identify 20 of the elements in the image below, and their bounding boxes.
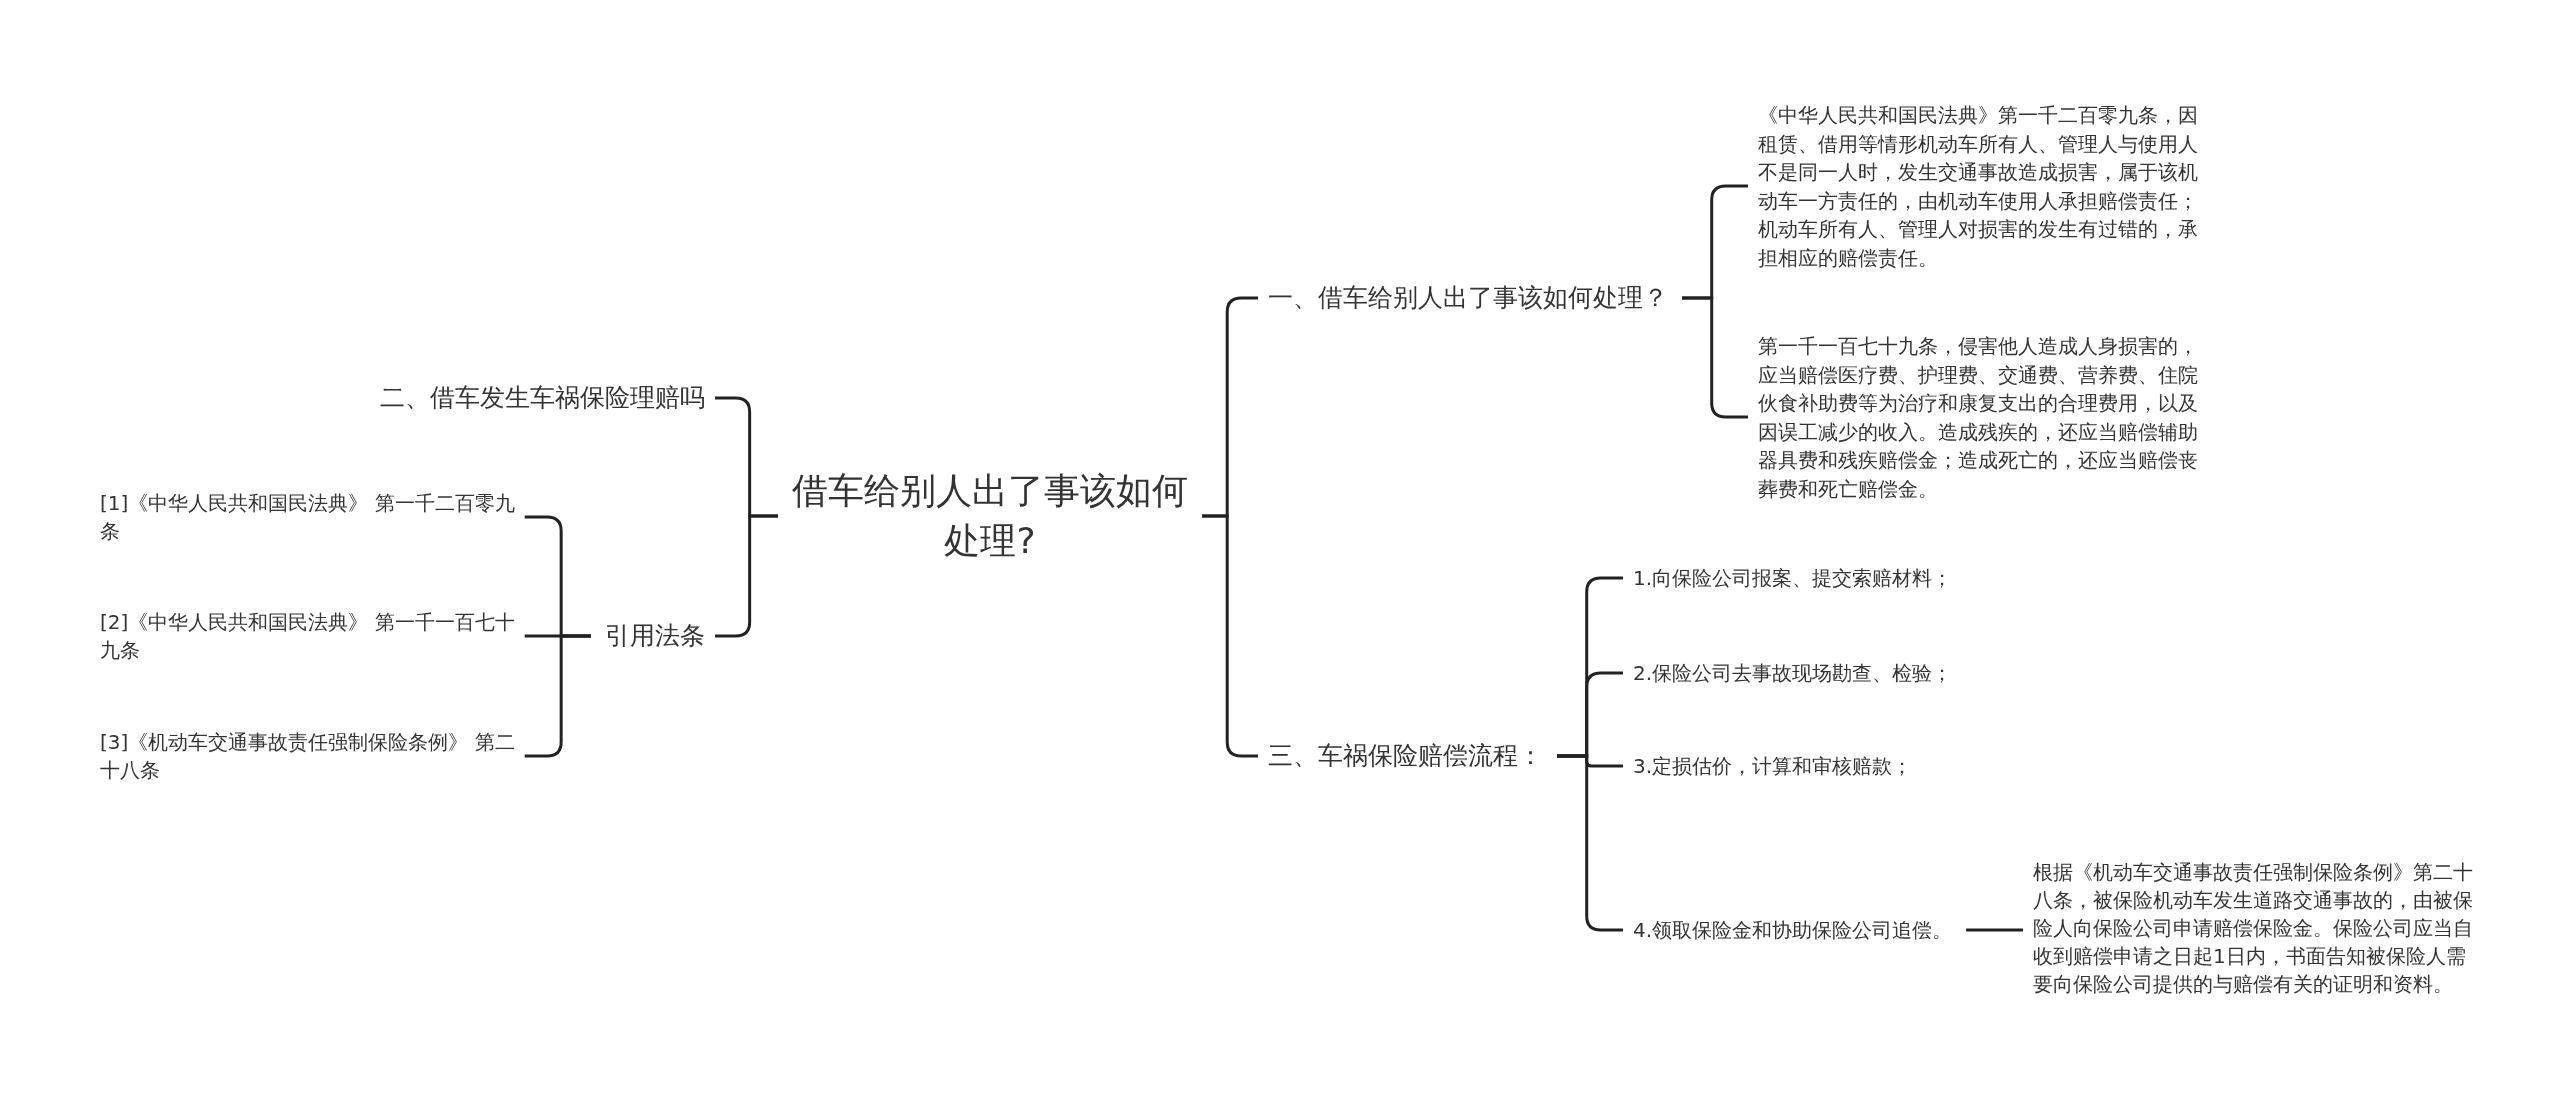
step-text: 1.向保险公司报案、提交索赔材料； xyxy=(1633,564,1973,592)
note-text: 根据《机动车交通事故责任强制保险条例》第二十八条，被保险机动车发生道路交通事故的，由被保险人向保险公司申请赔偿保险金。保险公司应当自收到赔偿申请之日起1日内，书面告知被保险人需要向保险公司提供的与赔偿有关的证明和资料。 xyxy=(2033,858,2473,998)
step-text: 4.领取保险金和协助保险公司追偿。 xyxy=(1633,916,1973,944)
topic-text: 三、车祸保险赔偿流程： xyxy=(1268,739,1568,773)
topic-text: 二、借车发生车祸保险理赔吗 xyxy=(320,381,705,415)
connector-line xyxy=(1557,754,1623,932)
reference-text: [1]《中华人民共和国民法典》 第一千二百零九条 xyxy=(100,489,530,545)
connector-line xyxy=(524,634,591,758)
reference-text: [2]《中华人民共和国民法典》 第一千一百七十九条 xyxy=(100,608,530,664)
step-text: 2.保险公司去事故现场勘查、检验； xyxy=(1633,659,1973,687)
topic-text: 一、借车给别人出了事该如何处理？ xyxy=(1268,281,1668,315)
connector-line xyxy=(1682,296,1748,419)
step-text: 3.定损估价，计算和审核赔款； xyxy=(1633,752,1973,780)
note-text: 第一千一百七十九条，侵害他人造成人身损害的，应当赔偿医疗费、护理费、交通费、营养费、住院伙食补助费等为治疗和康复支出的合理费用，以及因误工减少的收入。造成残疾的，还应当赔偿辅助器具费和残疾赔偿金；造成死亡的，还应当赔偿丧葬费和死亡赔偿金。 xyxy=(1758,331,2198,503)
note-text: 《中华人民共和国民法典》第一千二百零九条，因租赁、借用等情形机动车所有人、管理人与使用人不是同一人时，发生交通事故造成损害，属于该机动车一方责任的，由机动车使用人承担赔偿责任；机动车所有人、管理人对损害的发生有过错的，承担相应的赔偿责任。 xyxy=(1758,100,2198,272)
reference-text: [3]《机动车交通事故责任强制保险条例》 第二十八条 xyxy=(100,728,530,784)
connector-line xyxy=(715,514,778,638)
connector-line xyxy=(1966,928,2023,932)
central-topic: 借车给别人出了事该如何处理? xyxy=(780,466,1200,566)
topic-text: 引用法条 xyxy=(560,619,705,653)
